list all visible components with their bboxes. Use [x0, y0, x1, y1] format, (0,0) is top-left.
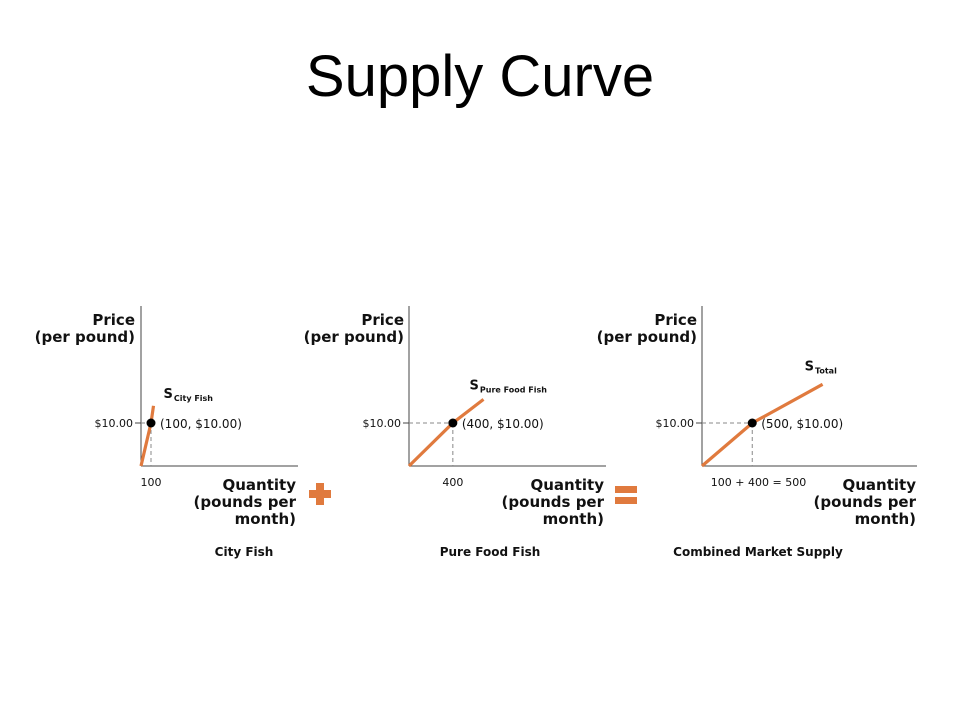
x-axis-title-line: month) — [543, 510, 604, 528]
y-tick-label: $10.00 — [656, 417, 695, 430]
y-tick-label: $10.00 — [95, 417, 134, 430]
curve-label: SPure Food Fish — [470, 378, 548, 394]
point-label: (400, $10.00) — [462, 417, 544, 431]
y-axis-title: Price(per pound) — [304, 311, 404, 346]
slide-title: Supply Curve — [305, 44, 655, 109]
y-axis-title-line: Price — [92, 311, 135, 329]
x-tick-label: 100 — [141, 476, 162, 489]
curve-label-sub: City Fish — [174, 394, 213, 403]
equals-top-bar — [615, 486, 637, 493]
y-axis-title-line: Price — [361, 311, 404, 329]
y-axis-title: Price(per pound) — [35, 311, 135, 346]
curve-label: STotal — [805, 359, 837, 375]
x-tick-label: 400 — [442, 476, 463, 489]
curve-label-sub: Total — [815, 366, 837, 375]
x-axis-title-line: month) — [235, 510, 296, 528]
point-label: (500, $10.00) — [761, 417, 843, 431]
curve-label-sub: Pure Food Fish — [480, 385, 547, 394]
curve-label-main: S — [164, 387, 173, 402]
panel-caption: Combined Market Supply — [673, 545, 843, 559]
panel-caption: City Fish — [215, 545, 274, 559]
curve-label: SCity Fish — [164, 387, 214, 403]
supply-curve-line — [407, 398, 485, 468]
y-axis-title-line: Price — [654, 311, 697, 329]
point-label: (100, $10.00) — [160, 417, 242, 431]
plus-vertical-bar — [316, 483, 324, 505]
y-axis-title-line: (per pound) — [35, 328, 135, 346]
x-tick-label: 100 + 400 = 500 — [711, 476, 806, 489]
equilibrium-point — [146, 418, 156, 428]
equals-operator-icon — [615, 486, 637, 504]
equilibrium-point — [747, 418, 757, 428]
y-axis-title-line: (per pound) — [304, 328, 404, 346]
x-axis-title-line: Quantity — [531, 476, 605, 494]
x-axis-title-line: Quantity — [223, 476, 297, 494]
y-tick-label: $10.00 — [363, 417, 402, 430]
x-axis-title-line: (pounds per — [194, 493, 297, 511]
x-axis-title-line: (pounds per — [502, 493, 605, 511]
equilibrium-point — [448, 418, 458, 428]
curve-label-main: S — [470, 378, 479, 393]
x-axis-title-line: Quantity — [843, 476, 917, 494]
y-axis-title-line: (per pound) — [597, 328, 697, 346]
x-axis-title-line: month) — [855, 510, 916, 528]
supply-curve-line — [139, 405, 156, 467]
curve-label-main: S — [805, 359, 814, 374]
plus-operator-icon — [309, 483, 331, 505]
equals-bottom-bar — [615, 497, 637, 504]
x-axis-title-line: (pounds per — [814, 493, 917, 511]
panel-caption: Pure Food Fish — [440, 545, 541, 559]
y-axis-title: Price(per pound) — [597, 311, 697, 346]
